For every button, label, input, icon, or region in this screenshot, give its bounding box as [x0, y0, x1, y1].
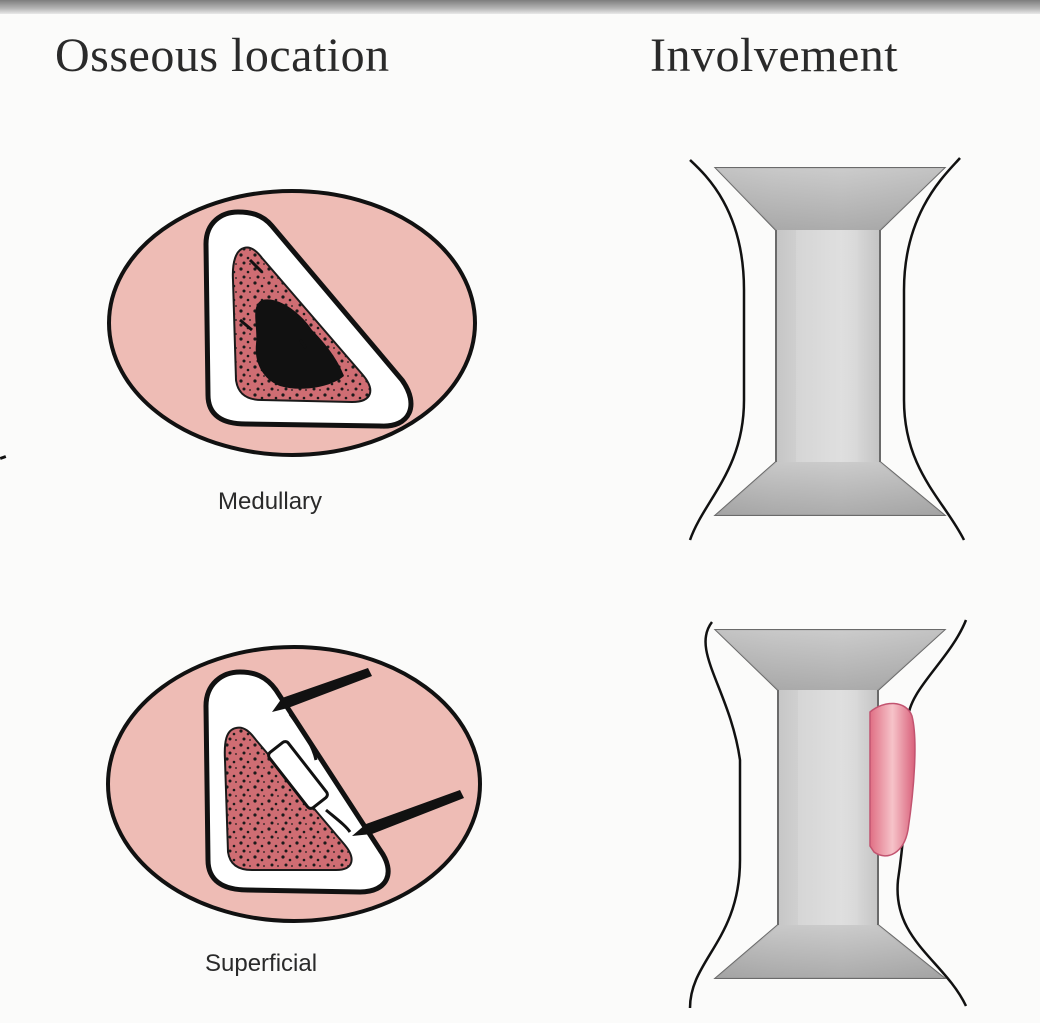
caption-superficial: Superficial — [205, 950, 317, 978]
periosteal-lesion — [870, 703, 915, 855]
superficial-cross-section — [108, 647, 480, 921]
soft-tissue-outline-left-lower — [690, 622, 740, 1008]
involvement-bone-lower — [690, 620, 966, 1008]
soft-tissue-outline-left-upper — [690, 160, 744, 540]
soft-tissue-outline-right-upper — [904, 158, 964, 540]
caption-medullary: Medullary — [218, 488, 322, 516]
involvement-bone-upper — [690, 158, 964, 540]
medullary-cross-section — [109, 191, 475, 455]
